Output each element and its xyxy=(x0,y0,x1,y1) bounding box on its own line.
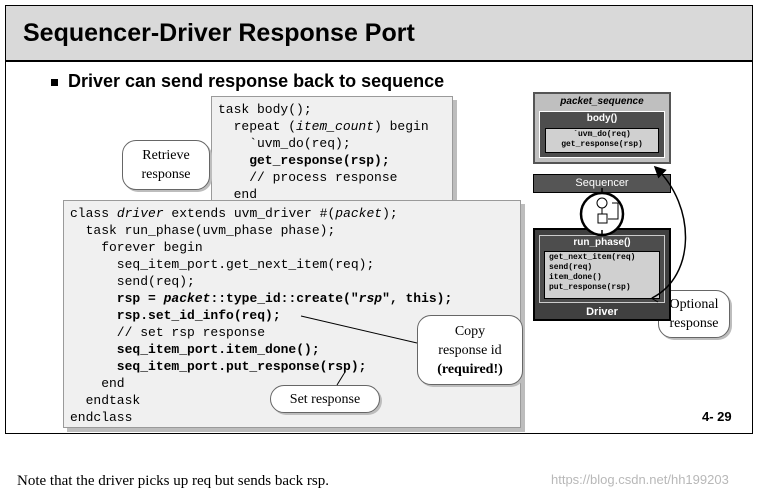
code-segment: rsp xyxy=(358,291,383,306)
run-phase-title: run_phase() xyxy=(573,237,631,248)
code-segment: ", this); xyxy=(382,291,453,306)
code-segment: forever begin xyxy=(70,240,203,255)
code-line: `uvm_do(req); xyxy=(218,135,429,152)
code-line: seq_item_port.get_next_item(req); xyxy=(70,256,452,273)
code-line: send(req); xyxy=(70,273,452,290)
code-segment: extends uvm_driver #( xyxy=(163,206,336,221)
packet-sequence-block: packet_sequence body() `uvm_do(req) get_… xyxy=(533,92,671,164)
callout-line: Optional xyxy=(669,297,719,312)
run-phase-line: get_next_item(req) xyxy=(549,253,636,262)
code-line: endclass xyxy=(70,409,452,426)
code-segment: seq_item_port.get_next_item(req); xyxy=(70,257,375,272)
bullet-square-icon xyxy=(51,79,58,86)
run-phase-lines: get_next_item(req) send(req) item_done()… xyxy=(544,251,660,299)
code-line: class driver extends uvm_driver #(packet… xyxy=(70,205,452,222)
callout-line: response xyxy=(141,167,191,182)
code-segment: task body(); xyxy=(218,102,312,117)
code-segment: rsp = xyxy=(70,291,164,306)
code-segment: task run_phase(uvm_phase phase); xyxy=(70,223,336,238)
footer-note: Note that the driver picks up req but se… xyxy=(17,473,330,489)
code-line: task run_phase(uvm_phase phase); xyxy=(70,222,452,239)
run-phase-line: send(req) xyxy=(549,263,593,272)
code-segment: ); xyxy=(382,206,398,221)
watermark-text: https://blog.csdn.net/hh199203 xyxy=(551,472,729,487)
callout-line: response id xyxy=(438,343,502,358)
run-phase-line: put_response(rsp) xyxy=(549,283,631,292)
slide-title: Sequencer-Driver Response Port xyxy=(23,19,415,47)
code-line: end xyxy=(70,375,452,392)
code-line: // process response xyxy=(218,169,429,186)
code-segment: seq_item_port.put_response(rsp); xyxy=(70,359,367,374)
code-line: seq_item_port.item_done(); xyxy=(70,341,452,358)
retrieve-response-callout: Retrieve response xyxy=(122,140,210,190)
code-segment: class xyxy=(70,206,117,221)
code-line: rsp.set_id_info(req); xyxy=(70,307,452,324)
port-head-icon xyxy=(596,197,608,209)
code-segment: // process response xyxy=(218,170,398,185)
callout-line: Set response xyxy=(289,392,361,407)
driver-code-box: class driver extends uvm_driver #(packet… xyxy=(63,200,521,428)
sequence-code-box: task body(); repeat (item_count) begin `… xyxy=(211,96,453,206)
code-segment: item_count xyxy=(296,119,375,134)
driver-code: class driver extends uvm_driver #(packet… xyxy=(70,205,452,426)
callout-line: Retrieve xyxy=(142,148,190,163)
code-line: task body(); xyxy=(218,101,429,118)
code-segment: rsp.set_id_info(req); xyxy=(70,308,281,323)
bullet-text: Driver can send response back to sequenc… xyxy=(68,71,445,91)
code-line: // set rsp response xyxy=(70,324,452,341)
port-square-icon xyxy=(597,213,608,224)
code-segment: driver xyxy=(116,206,164,221)
code-segment: ) begin xyxy=(374,119,429,134)
body-line: `uvm_do(req) xyxy=(573,130,631,139)
code-line: repeat (item_count) begin xyxy=(218,118,429,135)
callout-line: Copy xyxy=(454,324,486,339)
driver-block: run_phase() get_next_item(req) send(req)… xyxy=(533,228,671,321)
sequence-code: task body(); repeat (item_count) begin `… xyxy=(218,101,429,203)
body-block: body() `uvm_do(req) get_response(rsp) xyxy=(539,111,665,158)
body-line: get_response(rsp) xyxy=(561,140,643,149)
copy-response-id-callout: Copy response id (required!) xyxy=(417,315,523,385)
callout-line: (required!) xyxy=(437,362,503,377)
code-line: forever begin xyxy=(70,239,452,256)
code-segment: end xyxy=(218,187,258,202)
code-segment: endclass xyxy=(70,410,133,425)
code-line: endtask xyxy=(70,392,452,409)
code-segment: endtask xyxy=(70,393,141,408)
slide: Sequencer-Driver Response Port Driver ca… xyxy=(5,5,753,434)
body-title: body() xyxy=(586,113,618,124)
code-segment: send(req); xyxy=(70,274,195,289)
code-segment: packet xyxy=(163,291,211,306)
code-segment: get_response(rsp); xyxy=(218,153,390,168)
code-segment: `uvm_do(req); xyxy=(218,136,351,151)
run-phase-block: run_phase() get_next_item(req) send(req)… xyxy=(539,235,665,303)
run-phase-line: item_done() xyxy=(549,273,602,282)
driver-label: Driver xyxy=(586,306,618,318)
code-line: rsp = packet::type_id::create("rsp", thi… xyxy=(70,290,453,307)
sequencer-block: Sequencer xyxy=(533,174,671,193)
code-segment: end xyxy=(70,376,125,391)
body-lines: `uvm_do(req) get_response(rsp) xyxy=(545,128,659,153)
code-line: seq_item_port.put_response(rsp); xyxy=(70,358,452,375)
page-number: 4- 29 xyxy=(702,409,732,424)
code-line: end xyxy=(218,186,429,203)
code-line: get_response(rsp); xyxy=(218,152,429,169)
code-segment: seq_item_port.item_done(); xyxy=(70,342,320,357)
code-segment: packet xyxy=(335,206,383,221)
packet-sequence-title: packet_sequence xyxy=(560,96,644,107)
title-bar: Sequencer-Driver Response Port xyxy=(6,6,752,62)
set-response-callout: Set response xyxy=(270,385,380,413)
callout-line: response xyxy=(669,316,719,331)
code-segment: // set rsp response xyxy=(70,325,266,340)
code-segment: repeat ( xyxy=(218,119,297,134)
code-segment: ::type_id::create(" xyxy=(210,291,359,306)
